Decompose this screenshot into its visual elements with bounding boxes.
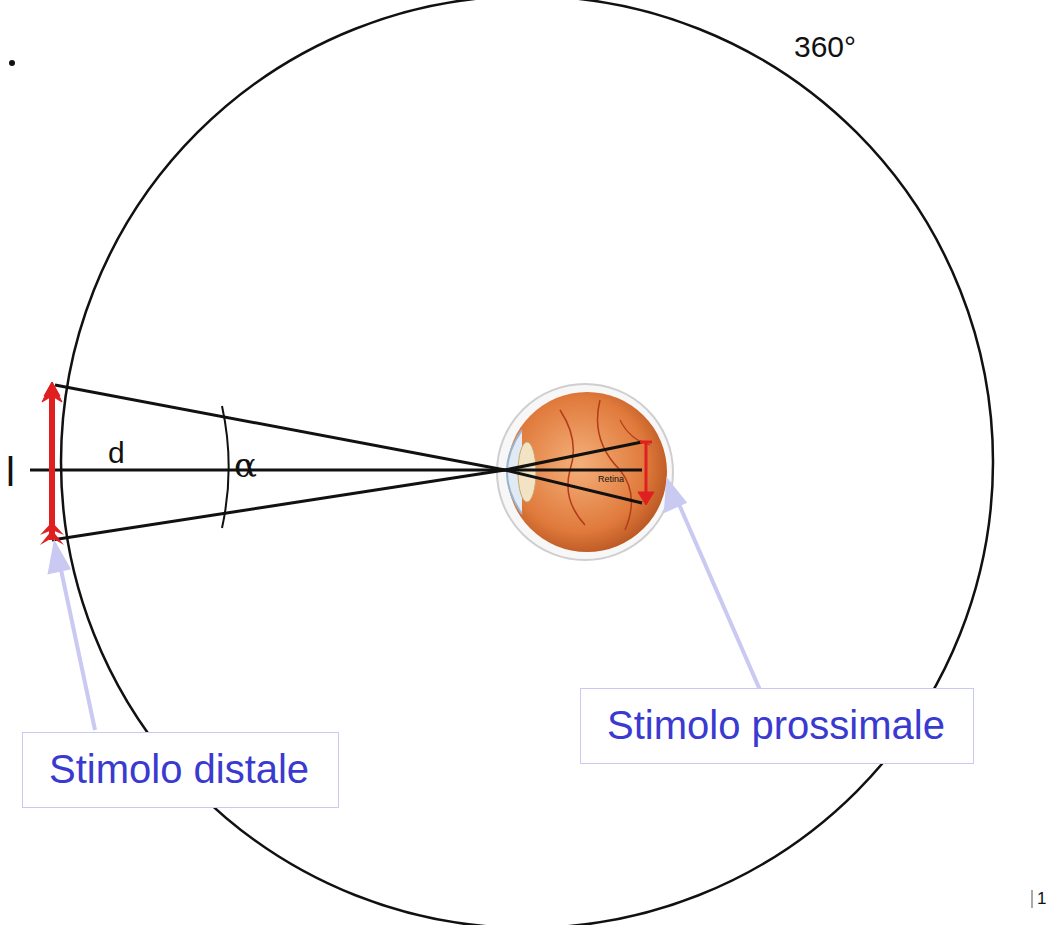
callout-text: Stimolo prossimale bbox=[607, 701, 947, 749]
length-label: l bbox=[6, 452, 15, 492]
bullet-dot bbox=[9, 60, 15, 66]
page-separator bbox=[1032, 890, 1033, 908]
callout-text: Stimolo distale bbox=[49, 745, 312, 793]
distance-label: d bbox=[108, 438, 125, 468]
eye-illustration bbox=[497, 384, 673, 560]
angle-total: 360° bbox=[794, 32, 856, 62]
angle-arc bbox=[222, 406, 229, 528]
page-number: 1 bbox=[1037, 890, 1046, 907]
retinal-image-arrow bbox=[638, 442, 654, 505]
distal-arrow bbox=[40, 382, 64, 545]
retina-label: Retina bbox=[598, 475, 624, 484]
callout-box: Stimolo prossimale bbox=[580, 688, 974, 764]
angle-label: α bbox=[234, 448, 257, 482]
light-rays bbox=[30, 385, 642, 540]
callout-box: Stimolo distale bbox=[22, 732, 339, 808]
